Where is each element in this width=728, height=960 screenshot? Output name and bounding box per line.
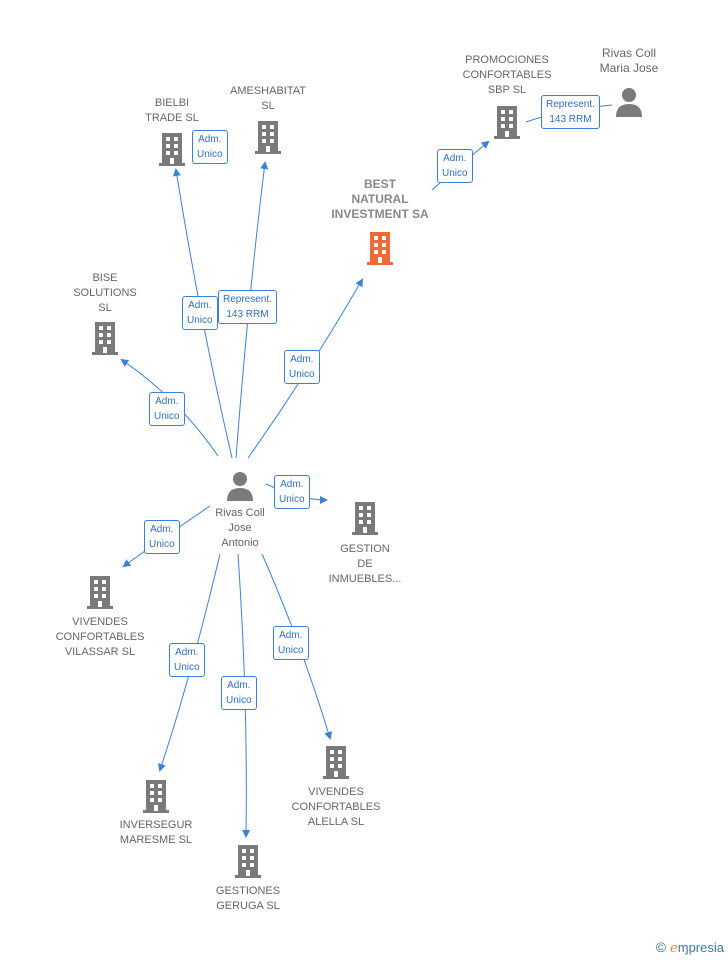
- node-bise-solutions[interactable]: BISE SOLUTIONS SL: [64, 271, 146, 356]
- relation-tag-inversegur[interactable]: Adm. Unico: [169, 643, 205, 677]
- node-label: PROMOCIONES CONFORTABLES SBP SL: [462, 54, 552, 96]
- building-icon: [143, 780, 169, 813]
- building-icon: [235, 845, 261, 878]
- relation-tag-bise[interactable]: Adm. Unico: [149, 392, 185, 426]
- building-icon: [159, 133, 185, 166]
- node-bielbi-trade[interactable]: BIELBI TRADE SL: [132, 96, 212, 167]
- relation-tag-vilassar[interactable]: Adm. Unico: [144, 520, 180, 554]
- node-label: VIVENDES CONFORTABLES VILASSAR SL: [55, 616, 145, 658]
- node-label: BEST NATURAL INVESTMENT SA: [331, 177, 429, 221]
- node-label: GESTIONES GERUGA SL: [215, 885, 281, 912]
- node-label: Rivas Coll Jose Antonio: [215, 507, 265, 549]
- relation-tag-promo-maria[interactable]: Represent. 143 RRM: [541, 95, 600, 129]
- node-vivendes-confortables-vilassar[interactable]: VIVENDES CONFORTABLES VILASSAR SL: [46, 574, 154, 660]
- node-label: BISE SOLUTIONS SL: [73, 272, 137, 314]
- relation-tag-bielbi[interactable]: Adm. Unico: [192, 130, 228, 164]
- building-icon: [367, 232, 393, 265]
- building-icon: [92, 322, 118, 355]
- relation-tag-best[interactable]: Adm. Unico: [284, 350, 320, 384]
- node-ameshabitat[interactable]: AMESHABITAT SL: [220, 84, 316, 155]
- relation-tag-geruga[interactable]: Adm. Unico: [221, 676, 257, 710]
- person-icon: [227, 472, 253, 501]
- relation-tag-gestion[interactable]: Adm. Unico: [274, 475, 310, 509]
- node-gestiones-geruga[interactable]: GESTIONES GERUGA SL: [200, 843, 296, 914]
- relation-tag-alella[interactable]: Adm. Unico: [273, 626, 309, 660]
- node-best-natural-investment[interactable]: BEST NATURAL INVESTMENT SA: [318, 177, 442, 266]
- building-icon: [87, 576, 113, 609]
- node-vivendes-confortables-alella[interactable]: VIVENDES CONFORTABLES ALELLA SL: [282, 744, 390, 830]
- building-icon: [255, 121, 281, 154]
- node-inversegur-maresme[interactable]: INVERSEGUR MARESME SL: [106, 778, 206, 848]
- node-rivas-coll-jose-antonio[interactable]: Rivas Coll Jose Antonio: [196, 470, 284, 551]
- copyright-icon: ©: [655, 939, 667, 955]
- person-icon: [616, 88, 642, 117]
- node-label: AMESHABITAT SL: [230, 85, 306, 112]
- node-label: GESTION DE INMUEBLES...: [328, 543, 402, 585]
- relation-tag-extra[interactable]: Adm. Unico: [182, 296, 218, 330]
- node-label: BIELBI TRADE SL: [145, 97, 199, 124]
- node-promociones-confortables-sbp[interactable]: PROMOCIONES CONFORTABLES SBP SL: [452, 53, 562, 140]
- building-icon: [323, 746, 349, 779]
- copyright-footer: ©eɱpresia: [656, 939, 724, 956]
- node-label: VIVENDES CONFORTABLES ALELLA SL: [291, 786, 381, 828]
- node-rivas-coll-maria-jose[interactable]: Rivas Coll Maria Jose: [584, 46, 674, 118]
- brand-name: ɱpresia: [677, 940, 724, 955]
- relation-tag-best-promo[interactable]: Adm. Unico: [437, 149, 473, 183]
- node-label: Rivas Coll Maria Jose: [599, 46, 659, 75]
- node-label: INVERSEGUR MARESME SL: [119, 819, 193, 846]
- building-icon: [494, 106, 520, 139]
- node-gestion-de-inmuebles[interactable]: GESTION DE INMUEBLES...: [314, 500, 416, 587]
- building-icon: [352, 502, 378, 535]
- brand-initial: e: [670, 941, 678, 956]
- relation-tag-ameshabitat[interactable]: Represent. 143 RRM: [218, 290, 277, 324]
